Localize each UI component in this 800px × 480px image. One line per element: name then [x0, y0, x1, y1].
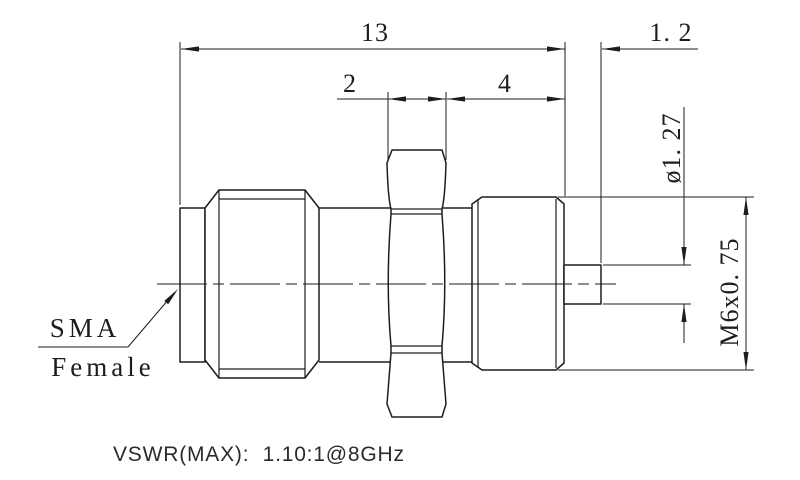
arrowhead-up	[743, 197, 749, 215]
dimension-thread-length: 4	[447, 69, 565, 102]
neck-right-lines	[443, 207, 472, 363]
dimension-hex-width: 2	[337, 69, 447, 160]
arrowhead-right	[428, 96, 446, 102]
connector-type-label: SMA Female	[38, 289, 178, 382]
label-connector-line2: Female	[51, 352, 154, 382]
dim-text-hex-width: 2	[343, 69, 357, 98]
rear-step-outline	[179, 207, 206, 363]
dimension-pin-length: 1. 2	[600, 18, 698, 263]
dimension-thread-spec: M6x0. 75	[558, 196, 754, 371]
label-connector-line1: SMA	[50, 313, 121, 343]
arrowhead-up	[681, 304, 687, 322]
neck-left-lines	[319, 207, 390, 363]
arrowhead-left	[447, 96, 465, 102]
arrowhead-down	[681, 247, 687, 265]
arrowhead-right	[547, 96, 565, 102]
arrowhead-right	[547, 46, 565, 52]
arrowhead-left	[388, 96, 406, 102]
threaded-section-outline	[471, 196, 565, 371]
dimension-overall-length: 13	[179, 18, 566, 205]
dim-text-thread-length: 4	[498, 69, 512, 98]
hex-nut-facet-lines	[391, 208, 442, 354]
arrowhead-left	[181, 46, 199, 52]
dim-text-pin-length: 1. 2	[650, 18, 693, 47]
dim-text-pin-diameter: ø1. 27	[657, 113, 686, 184]
dim-text-overall-length: 13	[361, 18, 389, 47]
dim-text-thread-spec: M6x0. 75	[715, 237, 744, 346]
arrowhead-down	[743, 352, 749, 370]
vswr-note: VSWR(MAX): 1.10:1@8GHz	[113, 443, 405, 466]
dimension-pin-diameter: ø1. 27	[603, 107, 691, 343]
arrowhead-left	[602, 46, 620, 52]
leader-arrowhead	[164, 289, 178, 305]
